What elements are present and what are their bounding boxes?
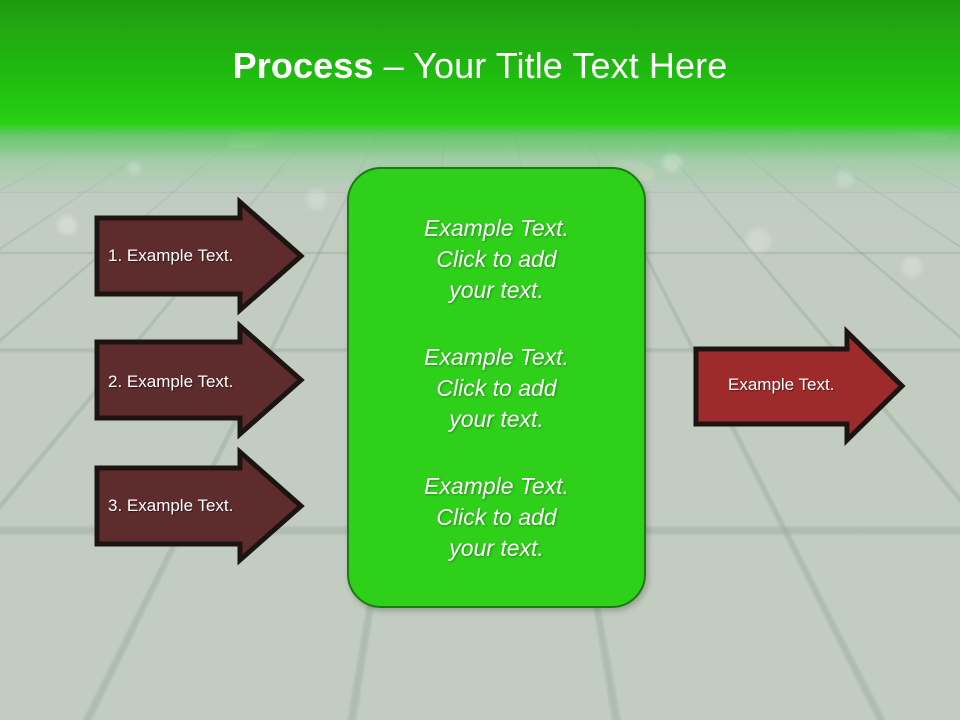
process-panel-block-1[interactable]: Example Text. Click to add your text. — [375, 213, 618, 306]
process-panel[interactable]: Example Text. Click to add your text. Ex… — [347, 167, 646, 608]
process-panel-block-3[interactable]: Example Text. Click to add your text. — [375, 471, 618, 564]
process-panel-text-blocks: Example Text. Click to add your text. Ex… — [349, 169, 644, 606]
page-title: Process – Your Title Text Here — [0, 46, 960, 86]
page-title-rest: – Your Title Text Here — [384, 45, 728, 86]
input-arrow-3[interactable] — [90, 446, 306, 566]
output-arrow[interactable] — [690, 325, 908, 447]
input-arrow-1[interactable] — [90, 196, 306, 316]
page-title-bold: Process — [233, 45, 384, 86]
input-arrow-2[interactable] — [90, 320, 306, 440]
process-panel-block-2[interactable]: Example Text. Click to add your text. — [375, 342, 618, 435]
